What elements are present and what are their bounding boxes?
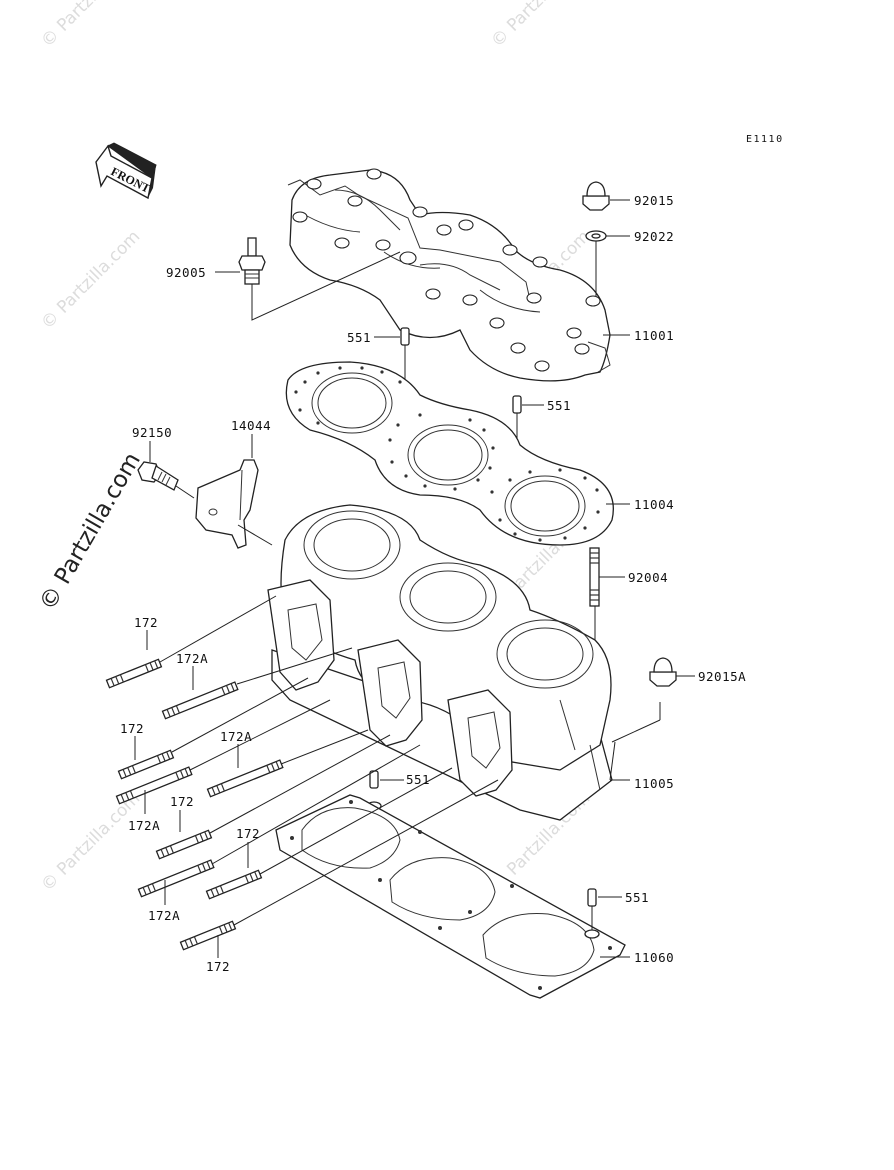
cylinder-head — [287, 168, 611, 382]
part-label: 172A — [128, 818, 160, 833]
stud-bolt — [105, 658, 163, 689]
part-label: 92022 — [634, 229, 674, 244]
flange-bolt — [137, 461, 179, 491]
washer — [585, 230, 607, 242]
part-label: 172 — [120, 721, 144, 736]
stud-bolt — [155, 829, 213, 860]
part-label: 92150 — [132, 425, 172, 440]
part-label: 172A — [148, 908, 180, 923]
part-label: 92004 — [628, 570, 668, 585]
head-bosses — [292, 168, 601, 372]
part-label: 11004 — [634, 497, 674, 512]
watermark: © Partzilla.com — [487, 0, 594, 52]
dowel-pin — [584, 888, 600, 939]
stud-bolt — [589, 547, 600, 607]
base-gasket — [275, 794, 626, 999]
part-label: 14044 — [231, 418, 271, 433]
stud-bolt — [137, 859, 215, 898]
part-label: 172 — [134, 615, 158, 630]
stud-group — [105, 658, 284, 951]
diagram-code: E1110 — [746, 134, 784, 145]
acorn-nut — [649, 657, 677, 687]
exhaust-port — [267, 579, 335, 691]
part-label: 92005 — [166, 265, 206, 280]
callout-labels: 92015 92022 92005 11001 551 551 92150 14… — [120, 193, 746, 974]
bracket — [195, 459, 259, 549]
dowel-pin — [400, 327, 410, 346]
part-label: 551 — [406, 772, 430, 787]
part-label: 92015 — [634, 193, 674, 208]
watermark-main: © Partzilla.com — [35, 448, 146, 615]
part-label: 11060 — [634, 950, 674, 965]
front-arrow-icon: FRONT — [95, 142, 157, 200]
part-label: 551 — [625, 890, 649, 905]
exhaust-port — [447, 689, 513, 797]
exhaust-port — [357, 639, 423, 747]
acorn-nut — [582, 181, 610, 211]
leader-lines — [159, 595, 499, 926]
part-label: 551 — [347, 330, 371, 345]
part-label: 551 — [547, 398, 571, 413]
head-gasket — [285, 361, 614, 546]
stud-bolt — [115, 766, 193, 805]
part-label: 11005 — [634, 776, 674, 791]
part-label: 172 — [206, 959, 230, 974]
watermark: © Partzilla.com — [37, 0, 144, 52]
cylinder-block — [267, 504, 613, 821]
stud-bolt — [117, 749, 175, 780]
watermark: © Partzilla.com — [37, 789, 144, 896]
dowel-pin — [512, 395, 522, 414]
stud-bolt — [161, 681, 239, 720]
part-label: 92015A — [698, 669, 746, 684]
part-label: 172A — [220, 729, 252, 744]
part-label: 172 — [170, 794, 194, 809]
watermark: © Partzilla.com — [37, 227, 144, 334]
part-label: 172A — [176, 651, 208, 666]
stud-bolt — [179, 920, 237, 951]
temperature-sensor — [238, 237, 266, 285]
stud-bolt — [205, 869, 263, 900]
callout-lines — [134, 199, 695, 958]
part-label: 11001 — [634, 328, 674, 343]
part-label: 172 — [236, 826, 260, 841]
stud-bolt — [206, 759, 284, 798]
